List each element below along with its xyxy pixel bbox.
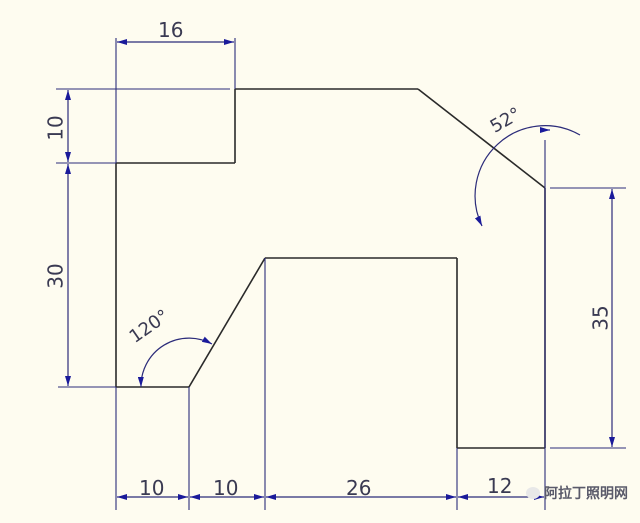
dim-label-bottom-3: 26	[346, 476, 372, 500]
angle-arcs	[137, 125, 581, 388]
dim-label-bottom-2: 10	[213, 476, 239, 500]
dim-label-bottom-1: 10	[139, 476, 165, 500]
arc-120	[137, 336, 213, 388]
watermark: 阿拉丁照明网	[526, 483, 628, 503]
wechat-icon	[526, 487, 540, 499]
extension-lines	[56, 38, 626, 510]
dim-label-top-width: 16	[158, 18, 184, 42]
dim-label-bottom-4: 12	[487, 474, 513, 498]
arc-52	[474, 125, 581, 227]
part-outline	[115, 88, 546, 449]
dim-label-left-height: 30	[43, 263, 68, 289]
watermark-text: 阿拉丁照明网	[544, 486, 628, 502]
dim-label-right-height: 35	[588, 305, 613, 331]
dimension-lines	[65, 39, 615, 500]
dim-label-left-top-height: 10	[43, 115, 68, 141]
